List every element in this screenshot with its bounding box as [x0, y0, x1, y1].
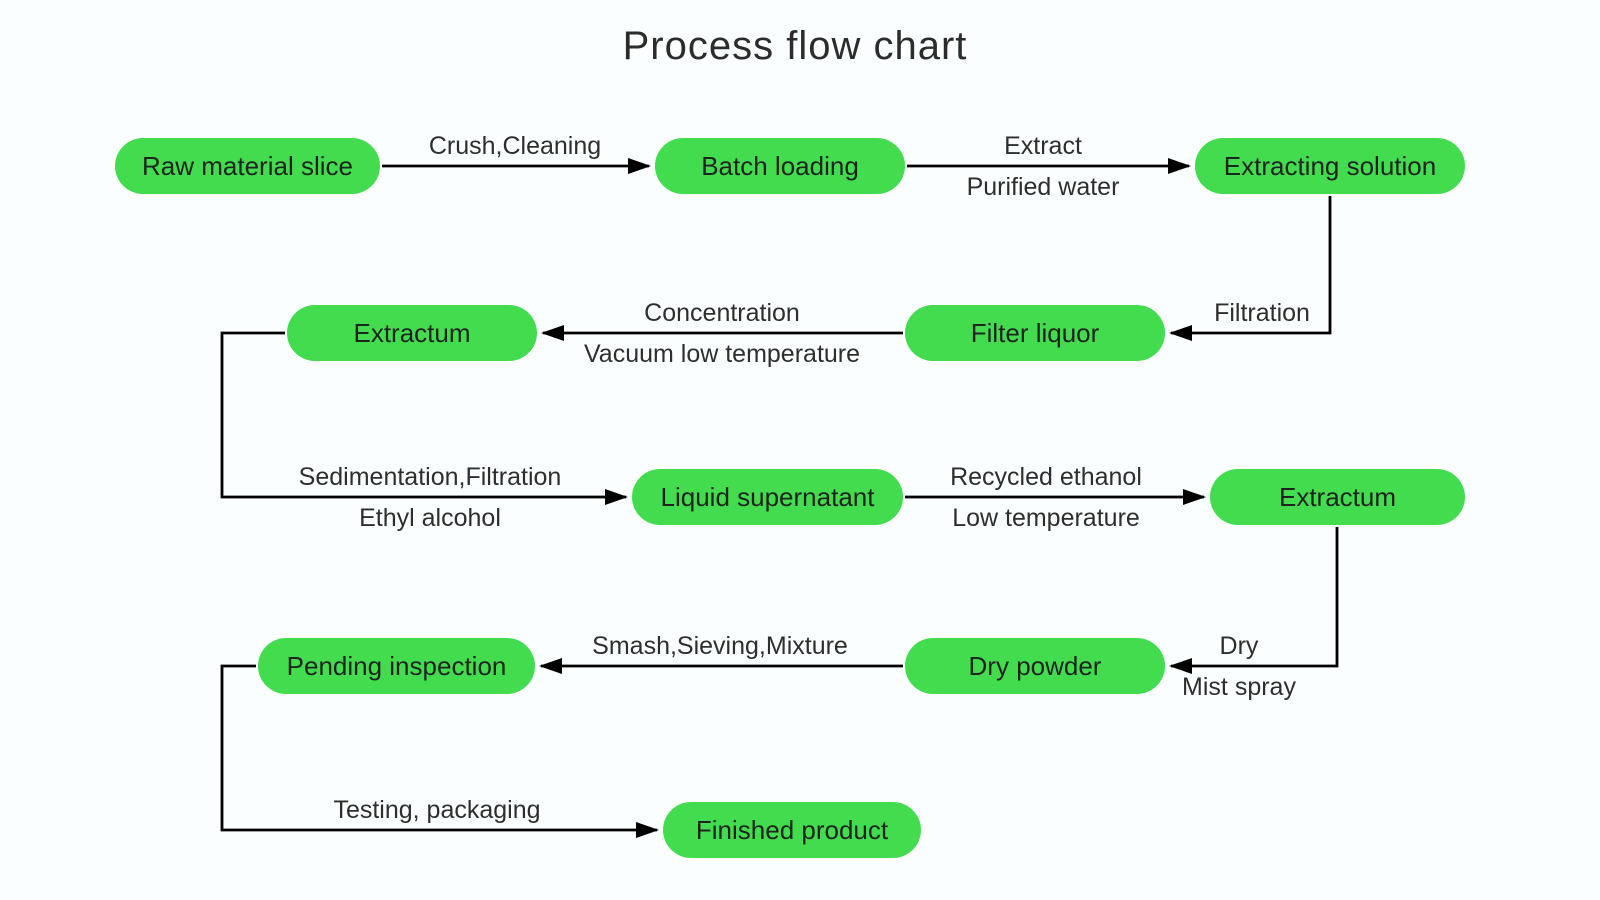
edge-label-extract-secondary: Purified water [966, 173, 1120, 201]
node-label: Filter liquor [970, 317, 1100, 348]
node-batch-loading: Batch loading [655, 138, 905, 194]
node-extracting-solution: Extracting solution [1195, 138, 1465, 194]
node-label: Raw material slice [142, 150, 353, 181]
node-dry-powder: Dry powder [905, 638, 1165, 694]
node-finished-product: Finished product [663, 802, 921, 858]
node-liquid-supernatant: Liquid supernatant [632, 469, 903, 525]
node-label: Extractum [1278, 481, 1397, 512]
edge-filtration [1169, 196, 1332, 341]
edge-label-recycled-ethanol: Recycled ethanol [950, 462, 1142, 491]
edge-label-testing-packaging: Testing, packaging [333, 795, 541, 824]
node-extractum-1: Extractum [287, 305, 537, 361]
node-extractum-2: Extractum [1210, 469, 1465, 525]
node-label: Liquid supernatant [660, 481, 875, 512]
edge-label-concentration-secondary: Vacuum low temperature [583, 340, 861, 368]
node-label: Extracting solution [1223, 150, 1437, 181]
node-label: Extractum [353, 317, 471, 348]
node-filter-liquor: Filter liquor [905, 305, 1165, 361]
edge-label-recycled-ethanol-secondary: Low temperature [952, 504, 1140, 532]
edge-label-crush-cleaning: Crush,Cleaning [428, 131, 602, 160]
chart-title: Process flow chart [622, 24, 968, 68]
edge-testing-packaging [220, 664, 659, 838]
edge-label-sedimentation-secondary: Ethyl alcohol [359, 504, 501, 532]
node-label: Finished product [695, 814, 889, 845]
edge-label-extract: Extract [1004, 131, 1082, 160]
node-raw-material-slice: Raw material slice [115, 138, 380, 194]
edge-dry [1169, 527, 1339, 674]
edge-label-dry-secondary: Mist spray [1182, 673, 1296, 701]
node-label: Batch loading [701, 150, 859, 181]
node-pending-inspection: Pending inspection [258, 638, 535, 694]
edge-sedimentation [220, 331, 628, 505]
edge-label-filtration: Filtration [1214, 298, 1310, 327]
node-label: Dry powder [968, 650, 1102, 681]
edge-label-dry: Dry [1219, 631, 1259, 660]
node-label: Pending inspection [286, 650, 507, 681]
edge-label-smash: Smash,Sieving,Mixture [592, 631, 848, 660]
edge-label-concentration: Concentration [644, 298, 800, 327]
edge-label-sedimentation: Sedimentation,Filtration [298, 462, 562, 491]
